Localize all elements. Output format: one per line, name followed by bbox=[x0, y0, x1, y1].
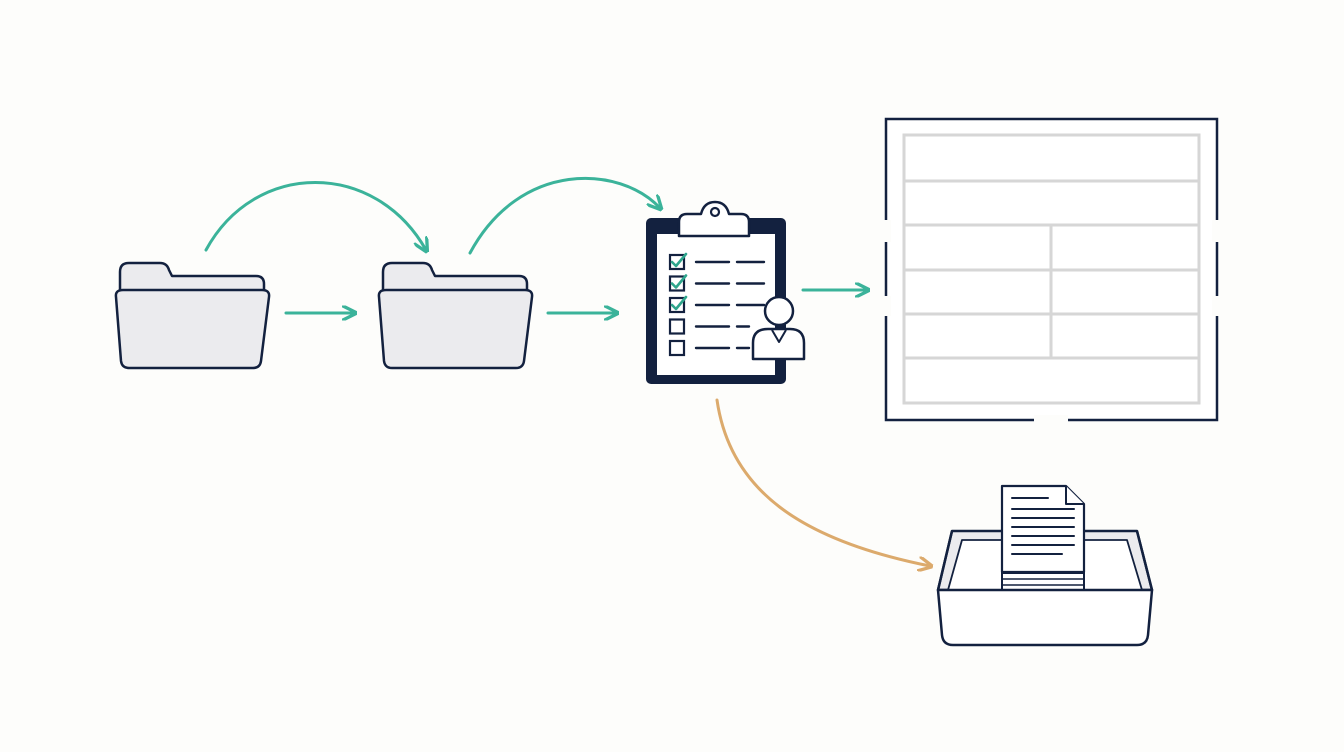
checkbox bbox=[668, 275, 686, 292]
checklist-item bbox=[668, 295, 766, 314]
curved-arrow-folder1-to-folder2 bbox=[204, 181, 426, 251]
folder-icon bbox=[114, 261, 271, 370]
checkbox bbox=[668, 253, 686, 271]
checkbox bbox=[668, 296, 686, 314]
clipboard-checklist-icon bbox=[646, 200, 786, 384]
check-mark-icon bbox=[670, 295, 688, 311]
reviewer-person-icon bbox=[751, 295, 806, 361]
document-tray-icon bbox=[936, 484, 1154, 647]
curved-arrow-clipboard-to-tray bbox=[715, 398, 930, 566]
checkbox bbox=[668, 339, 686, 357]
checklist-item bbox=[668, 318, 751, 335]
checklist-item bbox=[668, 339, 751, 357]
check-mark-icon bbox=[670, 252, 688, 268]
folder-icon bbox=[377, 261, 534, 370]
checklist-item bbox=[668, 274, 766, 292]
checklist bbox=[668, 252, 766, 357]
table-grid-icon bbox=[882, 117, 1221, 424]
check-mark-icon bbox=[670, 274, 688, 289]
curved-arrow-folder2-to-clipboard bbox=[468, 176, 660, 255]
checkbox bbox=[668, 318, 686, 335]
checklist-item bbox=[668, 252, 766, 271]
